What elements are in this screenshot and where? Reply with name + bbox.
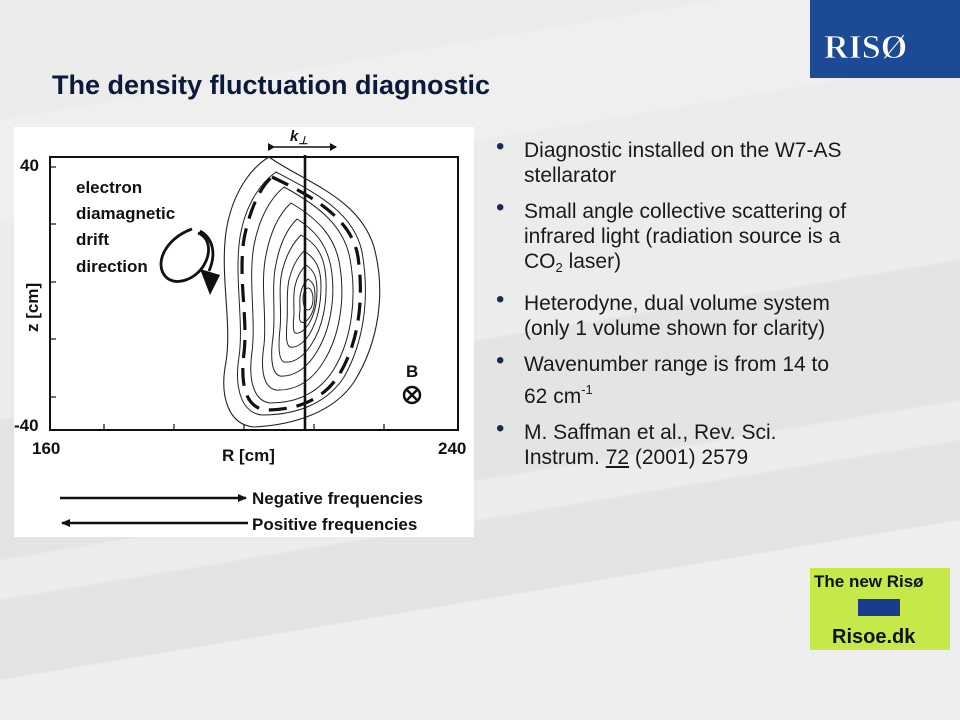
y-ticks <box>50 166 56 398</box>
b-field-into-page-icon <box>402 385 422 405</box>
r-tick-left: 160 <box>32 439 60 458</box>
riso-logo: RISØ <box>810 0 960 78</box>
bullet-list: •Diagnostic installed on the W7-AS stell… <box>490 133 850 481</box>
drift-rotation-arrow <box>159 227 210 283</box>
bullet-dot-icon: • <box>496 347 505 374</box>
slide-title: The density fluctuation diagnostic <box>52 70 491 100</box>
bullet-item: •Small angle collective scattering of in… <box>496 194 847 275</box>
badge-flag-icon <box>858 599 900 616</box>
z-axis-label: z [cm] <box>23 283 42 332</box>
bullet-dot-icon: • <box>496 415 505 442</box>
x-ticks <box>103 424 385 430</box>
diagram-figure: k⊥ 40 -40 z [cm] 160 240 R [cm] electron… <box>14 127 474 537</box>
flux-surfaces <box>223 156 381 428</box>
drift-label-line-1: electron <box>76 178 142 197</box>
r-tick-right: 240 <box>438 439 466 458</box>
plot-frame <box>49 156 459 431</box>
drift-label-line-2: diamagnetic <box>76 204 175 223</box>
badge-line-1: The new Risø <box>814 572 924 591</box>
drift-label-line-4: direction <box>76 257 148 276</box>
last-closed-surface <box>240 175 362 412</box>
bullet-dot-icon: • <box>496 286 505 313</box>
z-tick-top: 40 <box>20 156 39 175</box>
z-tick-bottom: -40 <box>14 416 39 435</box>
new-riso-badge: The new Risø Risoe.dk <box>810 568 950 650</box>
positive-frequency-label: Positive frequencies <box>252 515 417 534</box>
bullet-item: •Heterodyne, dual volume system (only 1 … <box>496 286 830 340</box>
k-perp-label: k⊥ <box>290 128 308 147</box>
bullet-item: •Wavenumber range is from 14 to 62 cm-1 <box>496 347 830 408</box>
logo-text: RISØ <box>824 29 907 66</box>
drift-arrowhead <box>200 269 220 295</box>
bullet-item: •Diagnostic installed on the W7-AS stell… <box>496 133 842 187</box>
b-field-label: B <box>406 362 418 381</box>
bullet-item: •M. Saffman et al., Rev. Sci. Instrum. 7… <box>496 415 777 469</box>
bullet-dot-icon: • <box>496 194 505 221</box>
drift-label-line-3: drift <box>76 230 109 249</box>
badge-line-2: Risoe.dk <box>832 626 916 648</box>
r-axis-label: R [cm] <box>222 446 275 465</box>
bullet-dot-icon: • <box>496 133 505 160</box>
negative-frequency-label: Negative frequencies <box>252 489 423 508</box>
